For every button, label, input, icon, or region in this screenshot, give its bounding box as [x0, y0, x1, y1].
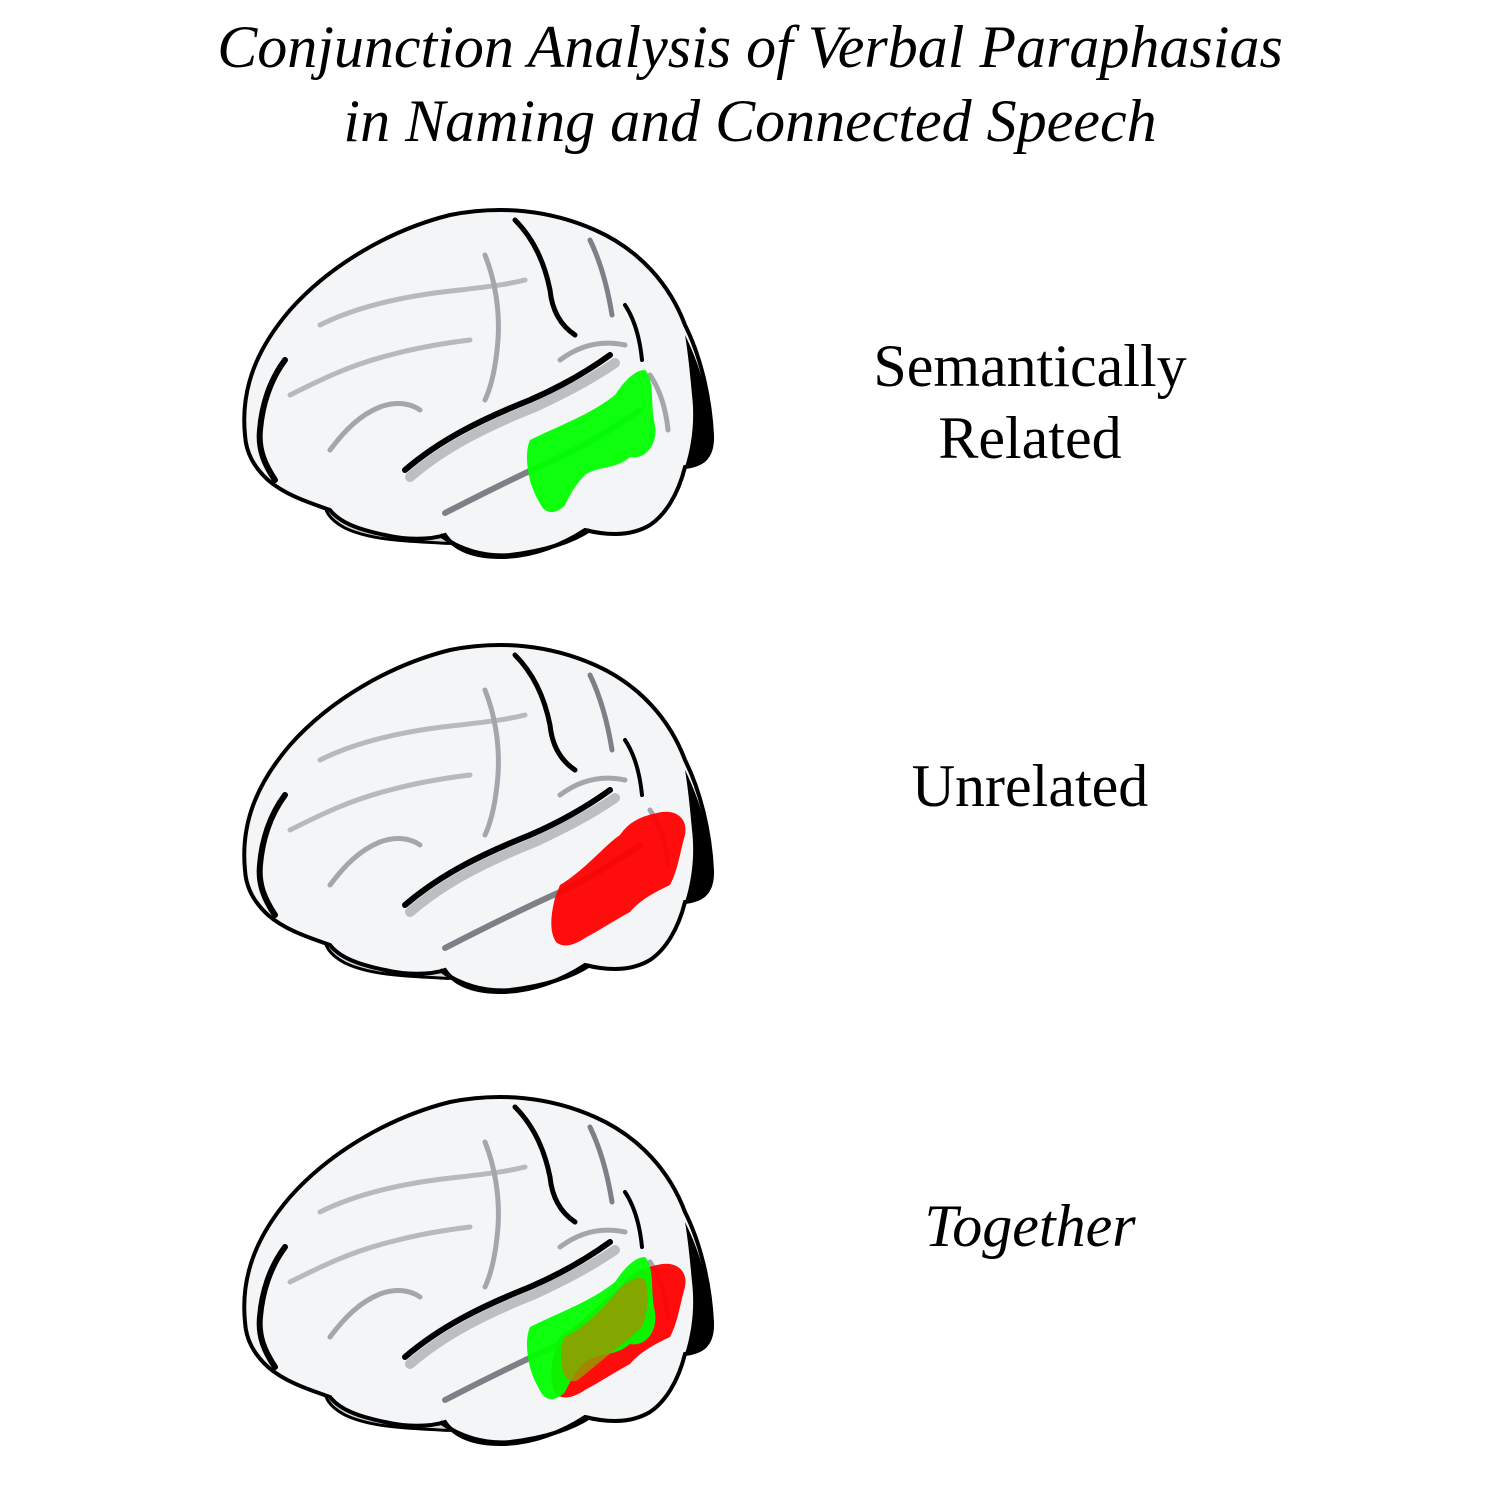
- intraparietal-sulcus: [623, 303, 644, 362]
- frontal-pole-edge: [256, 357, 288, 483]
- postcentral-sulcus: [587, 1124, 615, 1205]
- temporal-lobe-contour: [438, 963, 592, 993]
- inferior-frontal-sulcus: [287, 1224, 473, 1285]
- overlap-activation-region: [561, 1277, 648, 1382]
- frontal-operculum-fold: [327, 400, 423, 453]
- temporal-lobe-contour: [438, 1415, 592, 1445]
- postcentral-sulcus: [587, 237, 615, 318]
- label-semantically-related: Semantically Related: [780, 330, 1280, 474]
- sylvian-fissure: [402, 352, 613, 473]
- inferior-frontal-sulcus: [287, 337, 473, 398]
- intraparietal-sulcus: [623, 1190, 644, 1249]
- intraparietal-sulcus: [623, 738, 644, 797]
- label-line-2: Related: [938, 405, 1122, 471]
- occipital-rim: [685, 770, 713, 902]
- unrelated-activation-region: [551, 811, 686, 946]
- superior-frontal-sulcus: [317, 1164, 528, 1215]
- brain-unrelated-icon: [242, 643, 715, 995]
- label-line-1: Together: [924, 1193, 1136, 1259]
- frontal-pole-edge: [256, 1244, 288, 1370]
- hemisphere-outline: [242, 208, 715, 560]
- title-line-1: Conjunction Analysis of Verbal Paraphasi…: [217, 14, 1283, 80]
- precentral-sulcus: [482, 687, 501, 838]
- label-line-1: Unrelated: [911, 753, 1149, 819]
- label-together: Together: [780, 1190, 1280, 1262]
- semantic-activation-region: [526, 370, 656, 513]
- brain-together-icon: [242, 1095, 715, 1447]
- sylvian-fissure: [402, 1239, 613, 1360]
- angular-fold: [647, 372, 671, 433]
- sylvian-fissure-shadow: [405, 358, 620, 482]
- inferior-frontal-sulcus: [287, 772, 473, 833]
- sylvian-fissure-shadow: [405, 793, 620, 917]
- brain-semantic-icon: [242, 208, 715, 560]
- superior-frontal-sulcus: [317, 277, 528, 328]
- precentral-sulcus: [482, 252, 501, 403]
- precentral-sulcus: [482, 1139, 501, 1290]
- postcentral-sulcus: [587, 672, 615, 753]
- panel-semantically-related: Semantically Related: [0, 195, 1500, 615]
- panel-together: Together: [0, 1082, 1500, 1502]
- supramarginal-fold: [557, 340, 628, 363]
- occipital-rim: [685, 1222, 713, 1354]
- frontal-pole-edge: [256, 792, 288, 918]
- sylvian-fissure-shadow: [405, 1245, 620, 1369]
- title-line-2: in Naming and Connected Speech: [343, 88, 1157, 154]
- sylvian-fissure: [402, 787, 613, 908]
- panel-unrelated: Unrelated: [0, 630, 1500, 1050]
- central-sulcus: [512, 652, 578, 773]
- figure-title: Conjunction Analysis of Verbal Paraphasi…: [0, 10, 1500, 158]
- temporal-lobe-contour: [438, 528, 592, 558]
- frontal-operculum-fold: [327, 1287, 423, 1340]
- label-line-1: Semantically: [873, 333, 1187, 399]
- central-sulcus: [512, 217, 578, 338]
- occipital-rim: [685, 335, 713, 467]
- central-sulcus: [512, 1104, 578, 1225]
- supramarginal-fold: [557, 775, 628, 798]
- frontal-operculum-fold: [327, 835, 423, 888]
- superior-frontal-sulcus: [317, 712, 528, 763]
- supramarginal-fold: [557, 1227, 628, 1250]
- label-unrelated: Unrelated: [780, 750, 1280, 822]
